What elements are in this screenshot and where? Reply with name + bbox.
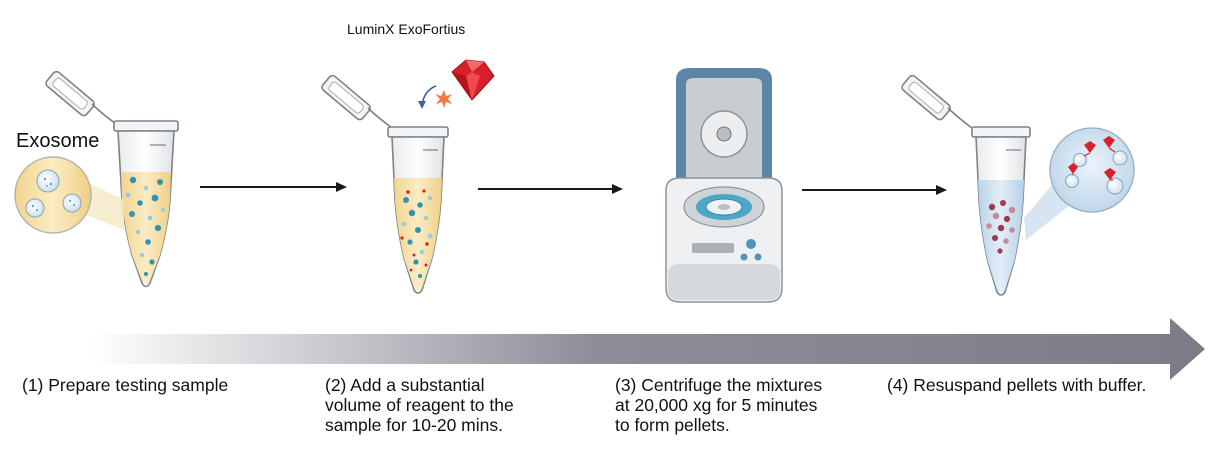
- microtube-icon: [45, 70, 179, 288]
- step-arrow-2: [478, 184, 623, 194]
- exosome-label: Exosome: [16, 130, 100, 152]
- timeline-arrow: [90, 318, 1205, 380]
- step-arrow-3: [802, 185, 947, 195]
- step-3-caption: (3) Centrifuge the mixtures at 20,000 xg…: [615, 375, 823, 435]
- exosome-zoom-icon: [14, 156, 124, 234]
- step-arrow-1: [200, 182, 347, 192]
- microtube-icon: [321, 74, 449, 294]
- reagent-label: LuminX ExoFortius: [347, 21, 466, 37]
- step-1-caption: (1) Prepare testing sample: [22, 375, 229, 395]
- step-4-caption: (4) Resuspand pellets with buffer.: [887, 375, 1147, 395]
- ruby-reagent-icon: [418, 59, 495, 109]
- step-2-caption: (2) Add a substantial volume of reagent …: [325, 375, 514, 435]
- centrifuge-icon: [665, 68, 783, 303]
- microtube-icon: [901, 74, 1031, 296]
- exosome-zoom-icon: [1024, 127, 1135, 240]
